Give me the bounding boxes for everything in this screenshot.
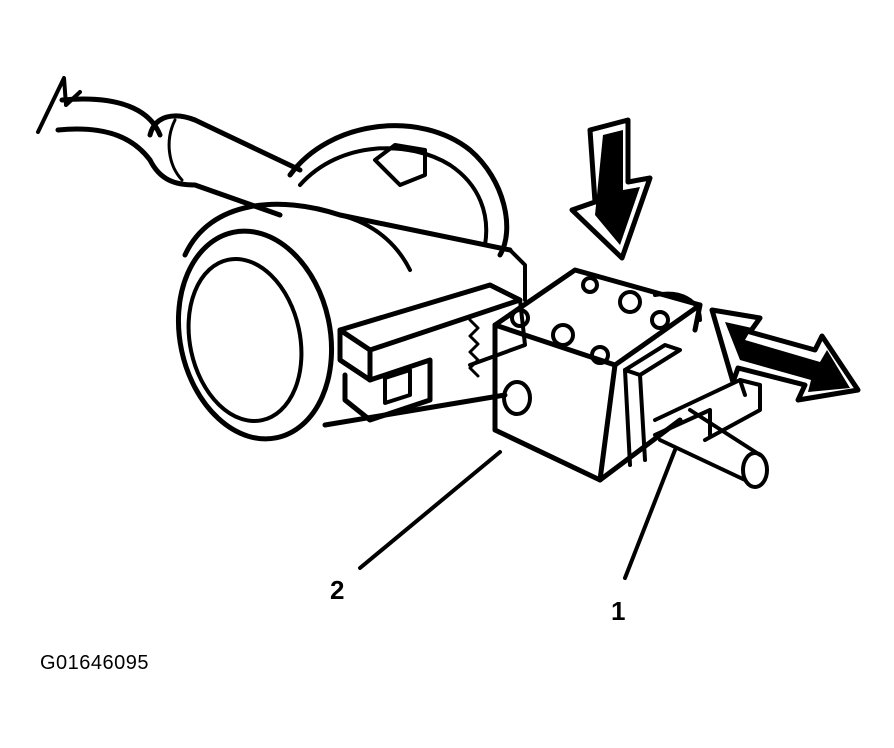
serrated-edge xyxy=(468,318,480,378)
figure-id: G01646095 xyxy=(40,652,150,674)
latch-bracket xyxy=(337,248,527,423)
cable-break-icon xyxy=(36,76,82,134)
connector-collar xyxy=(287,123,510,258)
locking-clip xyxy=(623,343,769,489)
double-headed-arrow-icon xyxy=(709,307,861,403)
leader-line-2 xyxy=(358,450,502,570)
down-arrow-icon xyxy=(569,117,653,261)
callout-label-2: 2 xyxy=(330,575,345,605)
connector-body xyxy=(175,201,513,442)
cable xyxy=(36,76,303,218)
callout-label-1: 1 xyxy=(611,596,626,626)
tpa-block xyxy=(492,267,703,483)
leader-line-1 xyxy=(623,448,677,580)
